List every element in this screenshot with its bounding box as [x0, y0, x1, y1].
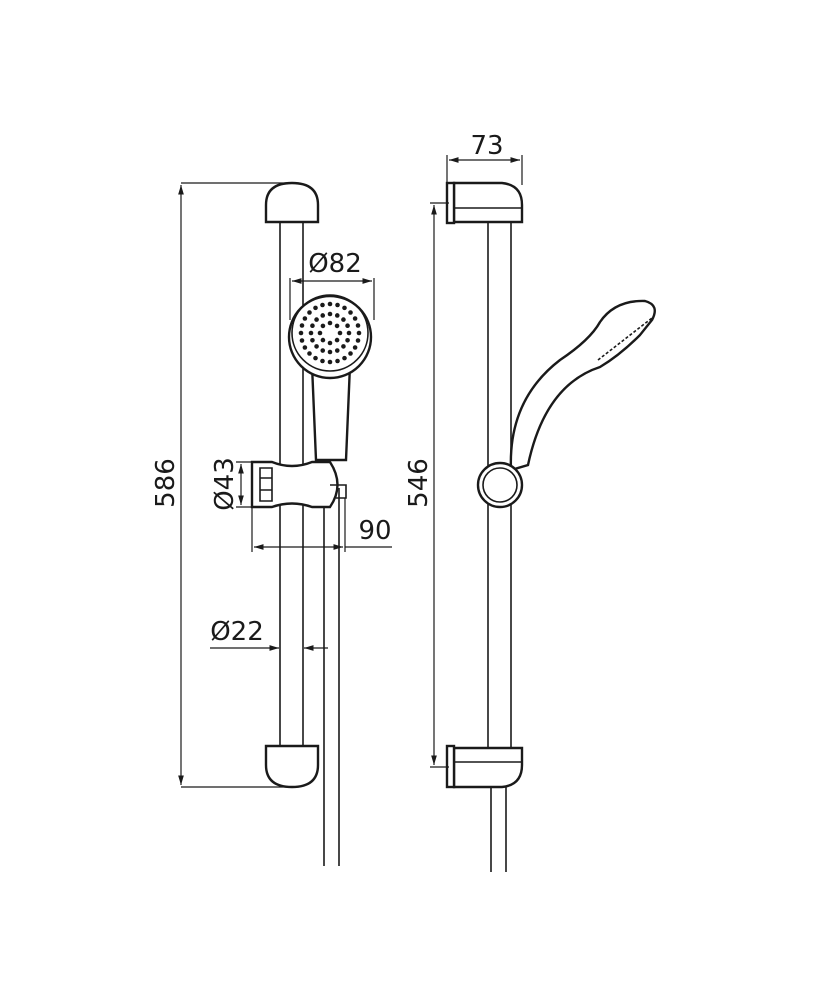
nozzle [348, 351, 353, 356]
nozzle [327, 349, 333, 355]
nozzle [307, 351, 312, 356]
nozzle [341, 317, 346, 322]
nozzle [307, 310, 312, 315]
nozzle [299, 338, 305, 343]
side-view [445, 181, 656, 872]
nozzle [314, 317, 319, 322]
dim-82-label: Ø82 [308, 249, 362, 279]
nozzle [346, 330, 352, 336]
nozzle [302, 316, 308, 321]
nozzle [299, 323, 305, 328]
nozzle [341, 344, 346, 349]
nozzle [355, 323, 361, 328]
dim-22-label: Ø22 [210, 617, 264, 647]
nozzle [327, 320, 333, 326]
nozzle [302, 345, 308, 350]
nozzle [310, 323, 315, 329]
nozzle [317, 330, 323, 336]
nozzle [314, 344, 319, 349]
slider-holder-front [250, 460, 339, 509]
nozzle [308, 330, 314, 336]
handle-front [310, 363, 352, 462]
side-dimensions: 73 546 [404, 131, 523, 768]
nozzle [327, 301, 333, 307]
nozzle [310, 337, 315, 343]
shower-head-front [287, 294, 373, 380]
nozzle [335, 302, 340, 308]
nozzle [334, 337, 340, 343]
slider-holder-side [476, 461, 524, 509]
nozzle [356, 330, 362, 336]
spray-nozzles [298, 301, 362, 365]
handshower-side [509, 299, 656, 472]
nozzle [313, 305, 318, 311]
nozzle [320, 313, 326, 318]
hose-front [323, 488, 340, 866]
nozzle [345, 337, 350, 343]
nozzle [334, 313, 340, 318]
front-view [250, 181, 373, 866]
dim-546-label: 546 [404, 458, 434, 508]
nozzle [320, 323, 326, 329]
nozzle [320, 337, 326, 343]
nozzle [298, 330, 304, 336]
nozzle [320, 302, 325, 308]
nozzle [313, 355, 318, 361]
top-bracket-side [452, 181, 524, 224]
nozzle [335, 358, 340, 364]
nozzle [327, 311, 333, 317]
nozzle [355, 338, 361, 343]
nozzle [334, 323, 340, 329]
dim-90-label: 90 [358, 516, 391, 546]
bottom-bracket-side [452, 746, 524, 789]
nozzle [345, 323, 350, 329]
nozzle [327, 340, 333, 346]
dim-586-label: 586 [151, 458, 181, 508]
nozzle [342, 305, 347, 311]
nozzle [337, 330, 343, 336]
nozzle [342, 355, 347, 361]
hose-side [490, 787, 507, 872]
top-bracket-front [264, 181, 320, 224]
nozzle [352, 345, 358, 350]
dim-73-label: 73 [470, 131, 503, 161]
bottom-bracket-front [264, 744, 320, 789]
nozzle [348, 310, 353, 315]
nozzle [352, 316, 358, 321]
front-dimensions: 586 Ø82 Ø43 90 Ø22 [151, 182, 392, 788]
nozzle [320, 358, 325, 364]
dim-43-label: Ø43 [210, 457, 240, 511]
nozzle [320, 348, 326, 353]
nozzle [334, 348, 340, 353]
nozzle [327, 359, 333, 365]
